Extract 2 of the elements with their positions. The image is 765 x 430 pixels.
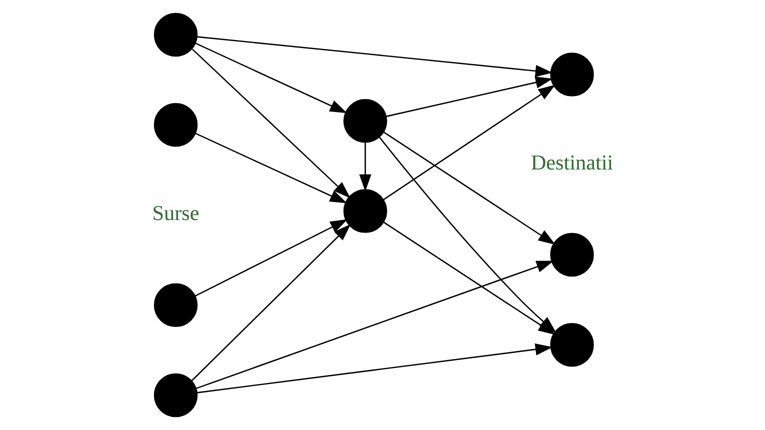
label: Surse [152,201,200,226]
label: Destinatii [530,150,614,175]
